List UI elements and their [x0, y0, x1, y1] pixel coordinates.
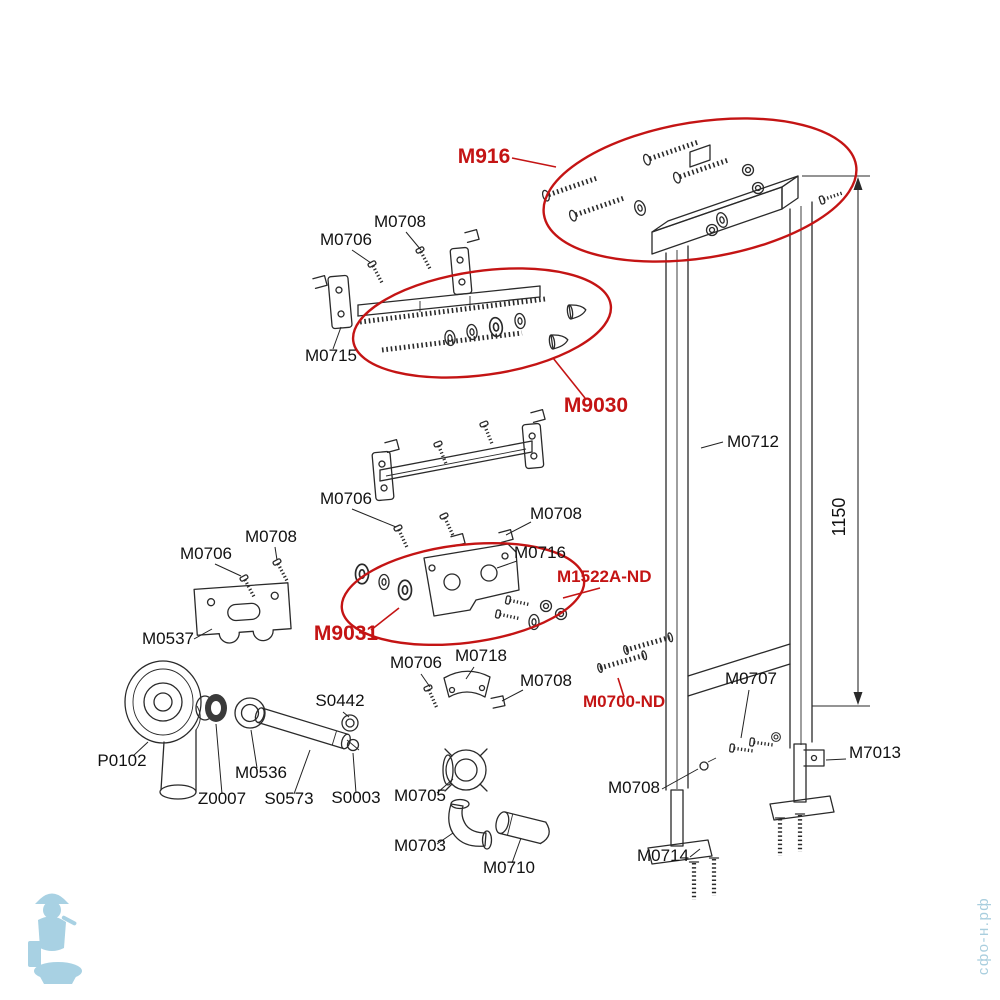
label-m0706-left: M0706 — [180, 544, 232, 563]
label-m0706-bottom: M0706 — [390, 653, 442, 672]
dimension-label: 1150 — [829, 498, 849, 537]
label-m0716: M0716 — [514, 543, 566, 562]
bottom-fittings — [421, 670, 550, 850]
crossbar-end-left — [371, 450, 395, 502]
label-m7013: M7013 — [849, 743, 901, 762]
label-m0718: M0718 — [455, 646, 507, 665]
watermark-text: сфо-н.рф — [975, 897, 992, 975]
dimension-1150: 1150 — [802, 175, 870, 707]
bottom-right-hardware — [699, 732, 825, 771]
label-m0708-bottom-right: M0708 — [608, 778, 660, 797]
highlight-ellipse-m9031 — [340, 541, 586, 647]
m9030-rod-set — [359, 296, 588, 353]
label-m0536: M0536 — [235, 763, 287, 782]
plumber-mascot-logo — [28, 893, 82, 984]
clamp-s0003 — [346, 738, 360, 752]
label-m0714: M0714 — [637, 846, 689, 865]
leader-lines — [132, 157, 847, 864]
label-m0708-mid: M0708 — [530, 504, 582, 523]
highlight-ellipse-m9030 — [351, 267, 613, 379]
pipe-m0710 — [495, 811, 550, 845]
label-s0442: S0442 — [315, 691, 364, 710]
foot-plate-right — [769, 795, 835, 821]
red-highlights — [340, 117, 858, 647]
label-m0708-top: M0708 — [374, 212, 426, 231]
label-m1522a-nd: M1522A-ND — [557, 567, 651, 586]
label-m0715: M0715 — [305, 346, 357, 365]
label-m0703: M0703 — [394, 836, 446, 855]
bracket-right — [449, 246, 473, 296]
crossbar-end-right — [521, 422, 545, 470]
m0537-assembly — [193, 582, 292, 644]
label-m0708-left: M0708 — [245, 527, 297, 546]
elbow-m0703 — [448, 798, 493, 850]
small-bracket — [689, 144, 711, 168]
mid-crossbar-assembly — [371, 408, 546, 502]
ring-m0536 — [234, 697, 266, 729]
m916-fastener-set — [541, 137, 846, 237]
label-m0700-nd: M0700-ND — [583, 692, 665, 711]
coupling-m0705 — [442, 748, 488, 792]
label-m0537: M0537 — [142, 629, 194, 648]
dim-arrow-bottom — [853, 692, 863, 705]
m0700nd-studs — [597, 632, 674, 674]
m9031-assembly — [354, 510, 568, 631]
label-z0007: Z0007 — [198, 789, 246, 808]
label-m9030: M9030 — [564, 394, 628, 417]
bracket-m0715 — [327, 274, 353, 330]
saddle-m0718 — [443, 670, 491, 698]
highlight-ellipse-m916 — [542, 117, 858, 263]
label-m0706-top: M0706 — [320, 230, 372, 249]
label-m0712: M0712 — [727, 432, 779, 451]
label-m0706-mid: M0706 — [320, 489, 372, 508]
pipe-s0573 — [254, 707, 351, 750]
label-s0003: S0003 — [331, 788, 380, 807]
label-m0705: M0705 — [394, 786, 446, 805]
label-m916: M916 — [458, 145, 511, 168]
part-labels: M916 M0708 M0706 M0715 M9030 M0712 M0706… — [97, 145, 901, 877]
label-p0102: P0102 — [97, 751, 146, 770]
ring-s0442 — [341, 714, 359, 732]
frame-m0712 — [647, 175, 835, 865]
bracket-m7013 — [803, 749, 825, 767]
foot-plate-left — [647, 839, 713, 865]
dim-arrow-top — [853, 177, 863, 190]
label-m0710: M0710 — [483, 858, 535, 877]
upper-rail-assembly — [312, 228, 541, 330]
nut-m0708 — [699, 761, 709, 771]
label-m0707: M0707 — [725, 669, 777, 688]
p0102-assembly — [124, 660, 360, 800]
label-m9031: M9031 — [314, 622, 379, 645]
label-s0573: S0573 — [264, 789, 313, 808]
label-m0708-bottom-mid: M0708 — [520, 671, 572, 690]
